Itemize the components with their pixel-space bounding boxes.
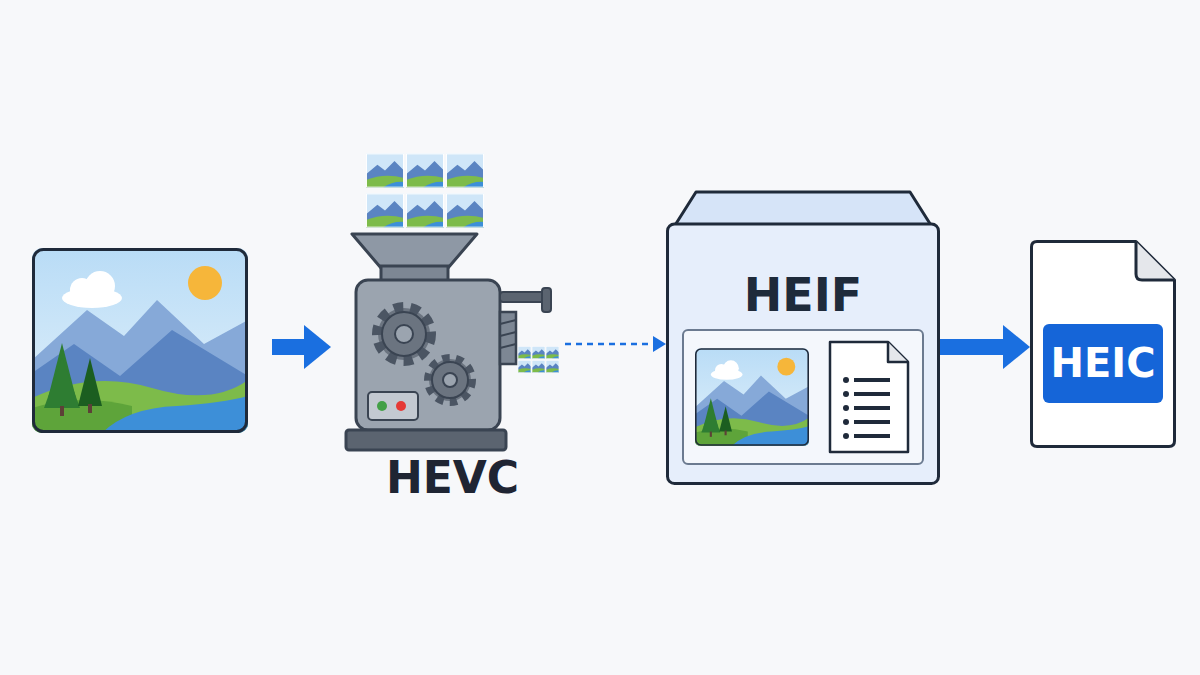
stored-image — [695, 348, 809, 446]
inner-panel — [683, 330, 923, 464]
doc-bullet — [843, 377, 849, 383]
image-tile — [366, 153, 404, 187]
document-outline — [1032, 242, 1175, 447]
doc-bullet — [843, 391, 849, 397]
image-tile — [406, 193, 444, 227]
image-tile — [366, 193, 404, 227]
doc-bullet — [843, 419, 849, 425]
gear-hub — [395, 325, 413, 343]
doc-fold — [888, 342, 908, 362]
output-tile — [546, 347, 559, 359]
gear — [382, 312, 426, 356]
gear — [432, 362, 468, 398]
screw-thread — [500, 344, 516, 348]
source-photo — [32, 248, 248, 433]
control-panel — [368, 392, 418, 420]
doc-line — [854, 406, 890, 410]
encoder-machine — [346, 234, 559, 450]
output-tile — [532, 347, 545, 359]
output-tile — [532, 361, 545, 373]
format-badge — [1043, 324, 1163, 403]
arrow-shaft — [272, 339, 306, 355]
machine-body — [356, 280, 500, 430]
screw-thread — [500, 320, 516, 324]
hopper — [352, 234, 477, 268]
arrow-head — [1003, 325, 1030, 369]
gear — [378, 308, 430, 360]
indicator-light — [377, 401, 387, 411]
input-arrow — [272, 325, 331, 369]
arrow-head — [304, 325, 331, 369]
input-tiles — [366, 153, 484, 227]
image-tile — [406, 153, 444, 187]
file-document: HEIC — [1030, 240, 1176, 448]
doc-line — [854, 378, 890, 382]
doc-bullet — [843, 433, 849, 439]
machine-base — [346, 430, 506, 450]
flow-connector — [940, 325, 1030, 369]
node-label: HEIF — [666, 265, 940, 325]
output-tile — [546, 361, 559, 373]
output-tile — [518, 347, 531, 359]
press-screw — [500, 312, 516, 364]
doc-line — [854, 434, 890, 438]
arrow-head — [653, 336, 666, 352]
node-label: HEVC — [340, 450, 565, 506]
crank-handle — [542, 288, 551, 312]
image-tile — [446, 193, 484, 227]
container-box: HEIF — [666, 190, 940, 485]
doc-line — [854, 392, 890, 396]
doc-line — [854, 420, 890, 424]
image-tile — [446, 153, 484, 187]
encoder-node: HEVC — [340, 150, 565, 512]
connector-line — [565, 343, 654, 346]
gear-hub — [443, 373, 457, 387]
box-body — [668, 224, 939, 484]
screw-thread — [500, 332, 516, 336]
output-tile — [518, 361, 531, 373]
document-fold — [1136, 242, 1175, 281]
gear — [429, 359, 471, 401]
connector-line — [940, 339, 1004, 355]
container-box-shape — [666, 190, 940, 485]
indicator-light — [396, 401, 406, 411]
node-label: HEIC — [1043, 324, 1163, 403]
doc-bullet — [843, 405, 849, 411]
metadata-doc — [830, 342, 908, 452]
flow-connector — [565, 336, 666, 352]
